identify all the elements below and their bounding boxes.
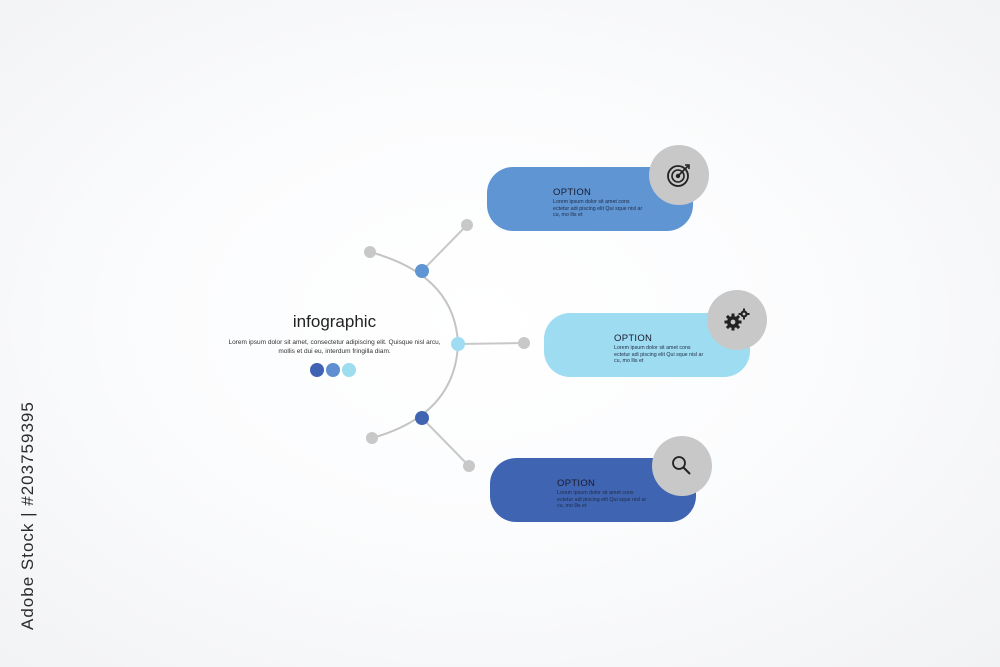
option-2-title: OPTION xyxy=(614,333,653,344)
node-middle xyxy=(451,337,465,351)
intro-block: infographic Lorem ipsum dolor sit amet, … xyxy=(222,312,447,356)
search-icon xyxy=(672,456,691,475)
target-icon xyxy=(667,164,690,187)
option-2-badge xyxy=(707,290,767,350)
connector-middle xyxy=(457,342,525,345)
color-dot-3 xyxy=(342,363,356,377)
connector-bottom xyxy=(421,417,470,467)
arc-end-dot-top xyxy=(364,246,376,258)
option-3-title: OPTION xyxy=(557,478,596,489)
intro-title: infographic xyxy=(292,312,377,331)
node-top xyxy=(415,264,429,278)
option-1-title: OPTION xyxy=(553,187,592,198)
gears-icon xyxy=(724,308,750,331)
connector-end-dot-bottom xyxy=(463,460,475,472)
option-1-badge xyxy=(649,145,709,205)
arc-end-dot-bottom xyxy=(366,432,378,444)
connector-end-dot-top xyxy=(461,219,473,231)
option-1-text: Lorem ipsum dolor sit amet cons ectetur … xyxy=(553,199,643,218)
connector-end-dot-middle xyxy=(518,337,530,349)
option-3-text: Lorem ipsum dolor sit amet cons ectetur … xyxy=(557,490,647,509)
option-3-badge xyxy=(652,436,712,496)
color-dot-2 xyxy=(326,363,340,377)
connector-top xyxy=(421,224,468,272)
color-dots xyxy=(310,363,356,377)
node-bottom xyxy=(415,411,429,425)
color-dot-1 xyxy=(310,363,324,377)
intro-description: Lorem ipsum dolor sit amet, consectetur … xyxy=(228,339,441,355)
option-2-text: Lorem ipsum dolor sit amet cons ectetur … xyxy=(614,345,704,364)
